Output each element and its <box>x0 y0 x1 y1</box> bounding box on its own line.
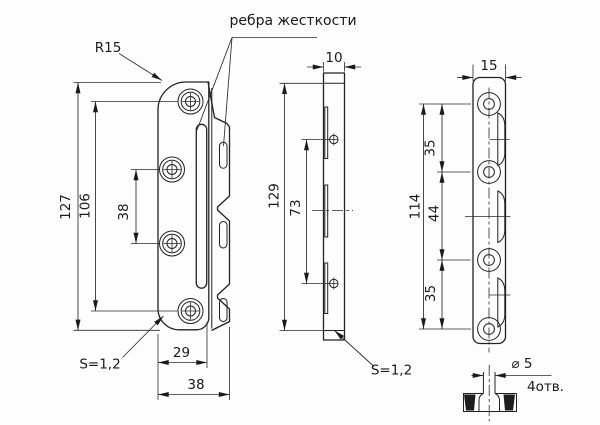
back-hole-2 <box>477 160 501 184</box>
dim-front-outer-holes: 106 <box>78 193 94 219</box>
dim-side-total-height: 129 <box>267 183 283 209</box>
front-flange-outline <box>207 81 231 332</box>
collar-outline <box>463 393 517 412</box>
back-rib-1 <box>497 112 506 167</box>
back-plate-view: 15 35 44 35 114 <box>408 58 522 353</box>
dim-side-holes-spacing: 73 <box>288 199 304 216</box>
back-hole-1 <box>477 92 501 116</box>
front-rib-slot <box>195 123 208 289</box>
flange-rib-slot-3 <box>219 298 228 322</box>
back-hole-3 <box>477 248 501 272</box>
collar-left-flare <box>478 393 484 411</box>
thickness-leader-front <box>122 315 164 358</box>
front-hole-4 <box>177 298 204 324</box>
side-view: 10 129 73 S=1,2 <box>267 50 413 379</box>
dim-front-total-height: 127 <box>58 194 74 220</box>
thickness-label-side: S=1,2 <box>371 363 412 379</box>
side-rib-3 <box>324 262 329 314</box>
hole-count-label: 4отв. <box>527 379 564 395</box>
hole-section-detail: ⌀ 5 4отв. <box>463 356 564 422</box>
collar-left-wall <box>464 394 476 411</box>
back-hole-4 <box>477 317 501 341</box>
dim-back-bottom-spacing: 35 <box>423 285 439 302</box>
side-rib-2 <box>324 184 329 238</box>
flange-rib-slot-1 <box>219 141 228 169</box>
ribs-leader-1 <box>196 37 233 131</box>
dim-front-plate-width: 29 <box>173 345 190 361</box>
front-hole-1 <box>177 88 204 115</box>
flange-rib-slot-2 <box>219 221 228 249</box>
front-hole-2 <box>159 156 185 183</box>
dim-side-thickness: 10 <box>325 50 342 66</box>
front-view: 127 106 38 29 38 R15 S=1,2 ребра жесткос… <box>58 13 357 400</box>
dim-back-total-spacing: 114 <box>408 194 424 220</box>
thickness-leader-side <box>334 330 375 367</box>
back-rib-2 <box>497 190 506 244</box>
dim-back-top-spacing: 35 <box>423 139 439 156</box>
dim-back-width: 15 <box>480 58 497 74</box>
collar-right-flare <box>494 393 500 411</box>
back-rib-3 <box>497 277 506 328</box>
ribs-label: ребра жесткости <box>229 13 356 29</box>
front-hole-3 <box>159 230 185 257</box>
side-profile-outline <box>322 72 346 341</box>
dim-front-middle-holes: 38 <box>116 203 132 220</box>
hole-diameter-label: ⌀ 5 <box>511 356 532 372</box>
dim-front-total-width: 38 <box>187 377 204 393</box>
collar-right-wall <box>503 394 515 411</box>
ribs-leader-2 <box>223 37 233 147</box>
radius-label: R15 <box>95 40 122 56</box>
side-rib-1 <box>324 106 329 159</box>
dim-back-mid-spacing: 44 <box>427 205 443 222</box>
radius-leader <box>118 53 163 81</box>
thickness-label-front: S=1,2 <box>79 357 120 373</box>
